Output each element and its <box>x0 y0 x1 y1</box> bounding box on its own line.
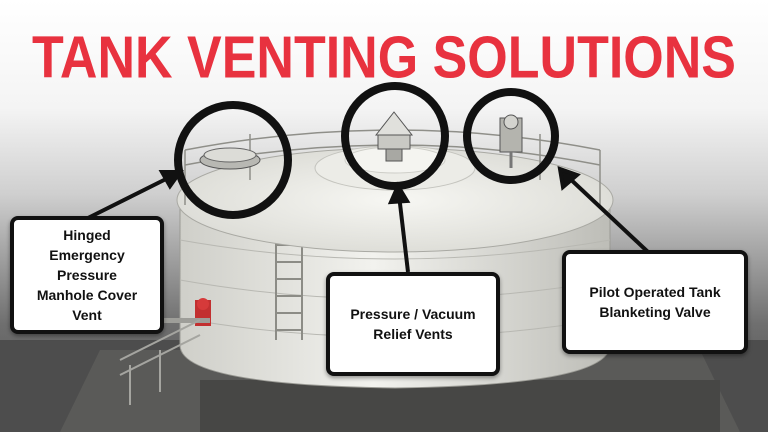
arrow-pv <box>397 194 410 273</box>
pressure-vacuum-vent <box>374 111 414 162</box>
highlight-manhole <box>174 101 292 219</box>
highlight-circles <box>174 82 559 219</box>
side-stairs <box>119 319 201 405</box>
page-title: TANK VENTING SOLUTIONS <box>32 24 736 92</box>
ladder <box>275 230 303 340</box>
leader-arrows <box>87 165 650 273</box>
arrow-pilot <box>564 173 650 254</box>
highlight-pilot <box>463 88 559 184</box>
arrow-manhole <box>87 174 173 220</box>
callout-pilot-blanketing-valve: Pilot Operated Tank Blanketing Valve <box>562 250 748 354</box>
highlight-pv-vent <box>341 82 449 190</box>
callout-manhole-cover-vent: Hinged Emergency Pressure Manhole Cover … <box>10 216 164 334</box>
callout-pressure-vacuum-vents: Pressure / Vacuum Relief Vents <box>326 272 500 376</box>
manhole-cover-vent <box>199 147 261 170</box>
pilot-blanketing-valve <box>499 114 523 168</box>
